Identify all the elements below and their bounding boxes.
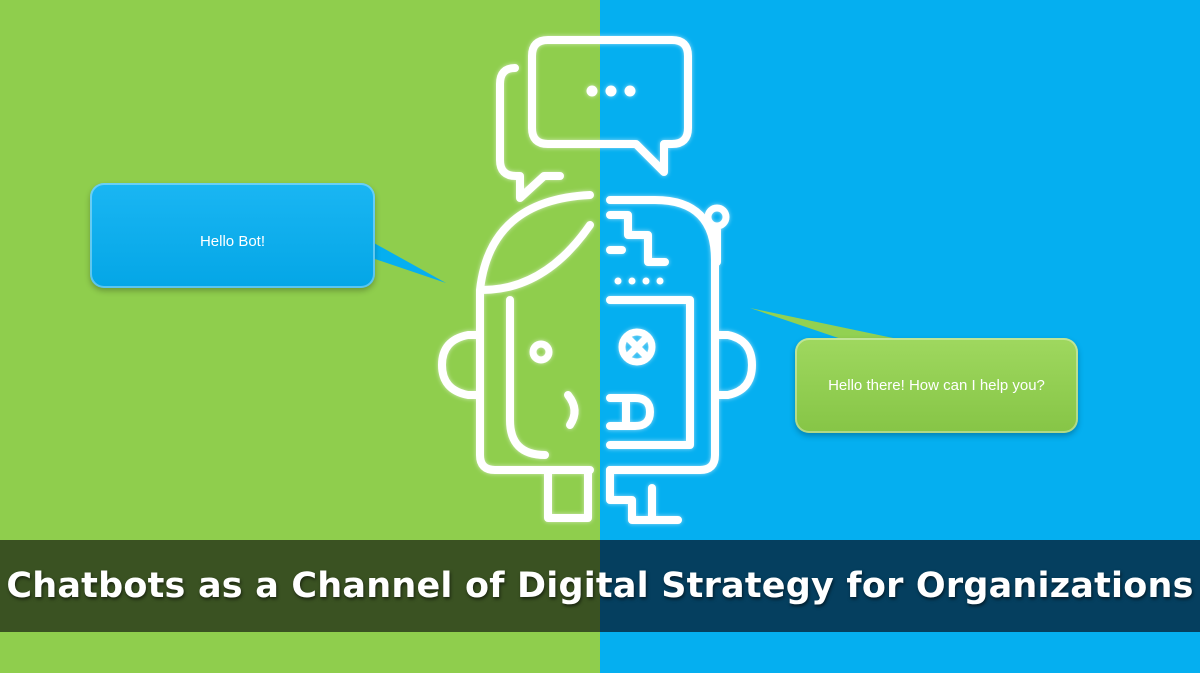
page-title: Chatbots as a Channel of Digital Strateg… bbox=[6, 566, 1194, 606]
title-banner: Chatbots as a Channel of Digital Strateg… bbox=[0, 540, 1200, 632]
bubble-left-tail bbox=[365, 238, 446, 283]
robot-circuit-outline bbox=[606, 211, 669, 266]
robot-mouth-outline bbox=[606, 394, 654, 430]
human-mouth-outline bbox=[564, 391, 579, 429]
bubble-right-tail bbox=[750, 308, 912, 346]
bot-reply-text: Hello there! How can I help you? bbox=[828, 377, 1045, 394]
chat-bubble-front-icon bbox=[528, 36, 692, 176]
human-hair-outline bbox=[478, 221, 594, 294]
human-head-outline bbox=[476, 191, 594, 474]
chat-bubble-back-icon bbox=[496, 64, 564, 202]
human-neck-outline bbox=[544, 466, 592, 522]
banner-left-panel bbox=[0, 540, 600, 632]
human-face-outline bbox=[506, 296, 549, 459]
human-eye-icon bbox=[529, 340, 553, 364]
robot-neck-outline bbox=[606, 466, 682, 524]
robot-eye-icon bbox=[618, 328, 656, 366]
robot-ear-outline bbox=[714, 331, 756, 399]
robot-faceplate-outline bbox=[606, 296, 694, 449]
banner-right-panel bbox=[600, 540, 1200, 632]
bot-speech-bubble: Hello there! How can I help you? bbox=[795, 338, 1078, 433]
user-speech-bubble: Hello Bot! bbox=[90, 183, 375, 288]
user-message-text: Hello Bot! bbox=[199, 233, 266, 250]
human-ear-outline bbox=[438, 331, 482, 399]
